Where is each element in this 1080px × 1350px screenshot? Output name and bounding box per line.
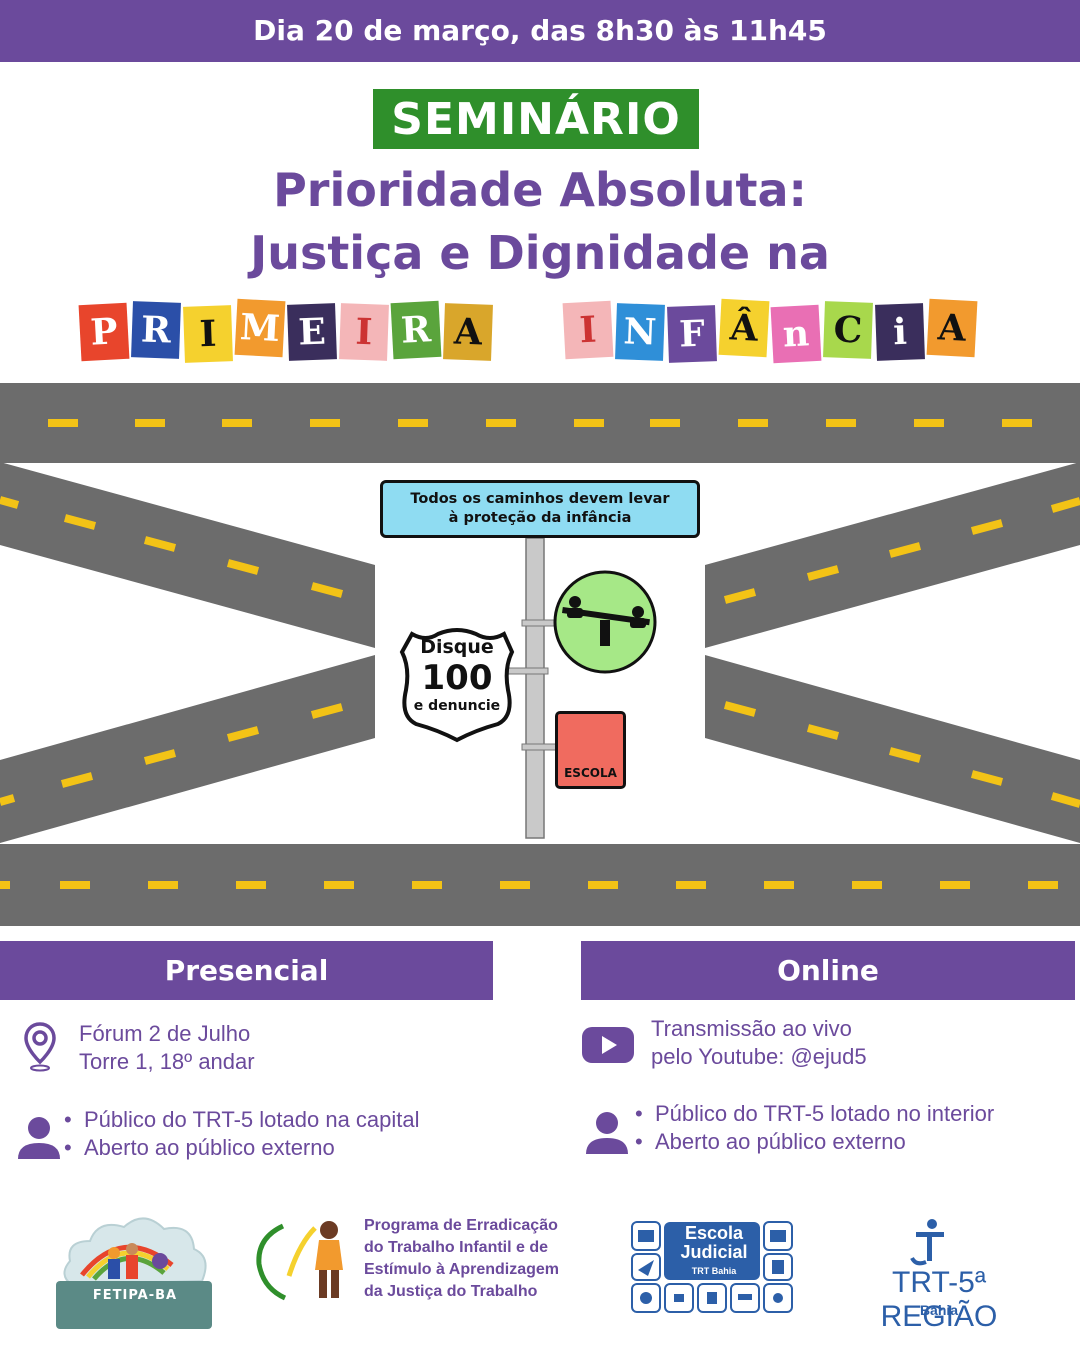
road-left-upper — [0, 462, 375, 648]
presencial-audience: •Público do TRT-5 lotado na capital •Abe… — [64, 1106, 420, 1162]
main-road-sign: Todos os caminhos devem levar à proteção… — [380, 480, 700, 538]
escola-judicial-subtitle: TRT Bahia — [691, 1266, 737, 1276]
online-audience: •Público do TRT-5 lotado no interior •Ab… — [635, 1100, 994, 1156]
list-item: •Aberto ao público externo — [64, 1135, 335, 1160]
stream-line-1: Transmissão ao vivo — [651, 1016, 852, 1041]
location-line-1: Fórum 2 de Julho — [79, 1021, 251, 1046]
road-bottom-dashes — [0, 881, 1058, 889]
escola-title-line-2: Judicial — [680, 1242, 748, 1262]
fetipa-label: FETIPA-BA — [92, 1288, 178, 1303]
trt-sublabel: Bahia — [919, 1302, 959, 1318]
trt-logo-icon — [910, 1219, 944, 1266]
sign-pole — [525, 537, 545, 839]
road-left-upper-dashes — [0, 496, 344, 598]
stream-line-2: pelo Youtube: @ejud5 — [651, 1044, 867, 1069]
road-top-dashes — [48, 419, 1032, 427]
online-heading: Online — [581, 941, 1075, 1000]
presencial-location: Fórum 2 de Julho Torre 1, 18º andar — [79, 1020, 255, 1076]
disque-shield — [399, 628, 515, 743]
road-left-lower — [0, 655, 375, 843]
escola-judicial-title: Escola Judicial — [666, 1224, 762, 1262]
seesaw-icon — [562, 596, 650, 646]
fetipa-logo — [56, 1217, 212, 1329]
date-banner: Dia 20 de março, das 8h30 às 11h45 — [0, 0, 1080, 62]
road-right-upper-dashes — [723, 497, 1080, 604]
location-line-2: Torre 1, 18º andar — [79, 1049, 255, 1074]
road-bottom — [0, 844, 1080, 926]
presencial-heading: Presencial — [0, 941, 493, 1000]
program-line: do Trabalho Infantil e de — [364, 1239, 549, 1256]
youtube-icon — [582, 1027, 634, 1063]
disque-number: 100 — [421, 658, 493, 698]
road-left-lower-dashes — [0, 703, 344, 806]
road-top — [0, 383, 1080, 463]
program-line: Programa de Erradicação — [364, 1217, 558, 1234]
school-sign-label: ESCOLA — [564, 766, 617, 780]
school-sign: ESCOLA — [555, 711, 626, 789]
disque-top: Disque — [420, 636, 494, 658]
main-sign-line-1: Todos os caminhos devem levar — [410, 491, 670, 507]
pole-bracket — [521, 619, 557, 627]
list-item: •Público do TRT-5 lotado na capital — [64, 1107, 420, 1132]
main-sign-line-2: à proteção da infância — [448, 510, 632, 526]
escola-title-line-1: Escola — [684, 1223, 744, 1243]
program-line: Estímulo à Aprendizagem — [364, 1261, 559, 1278]
title-line-1: Prioridade Absoluta: — [273, 163, 807, 217]
road-right-lower-dashes — [723, 701, 1080, 808]
escola-judicial-logo — [631, 1221, 793, 1313]
disque-bottom: e denuncie — [413, 698, 501, 714]
list-item: •Público do TRT-5 lotado no interior — [635, 1101, 995, 1126]
person-icon — [18, 1117, 60, 1159]
trt-label: TRT-5ª REGIÃO — [880, 1266, 998, 1333]
title-line-2: Justiça e Dignidade na — [250, 226, 830, 280]
program-logo — [256, 1221, 343, 1301]
seminario-badge: SEMINÁRIO — [373, 89, 699, 149]
pole-bracket — [521, 743, 557, 751]
list-item: •Aberto ao público externo — [635, 1129, 906, 1154]
location-pin-icon — [24, 1022, 56, 1072]
program-text: Programa de Erradicação do Trabalho Infa… — [364, 1215, 594, 1303]
person-icon — [586, 1112, 628, 1154]
program-line: da Justiça do Trabalho — [364, 1283, 538, 1300]
online-stream: Transmissão ao vivo pelo Youtube: @ejud5 — [651, 1015, 867, 1071]
disque-100-sign: Disque 100 e denuncie — [398, 622, 516, 738]
